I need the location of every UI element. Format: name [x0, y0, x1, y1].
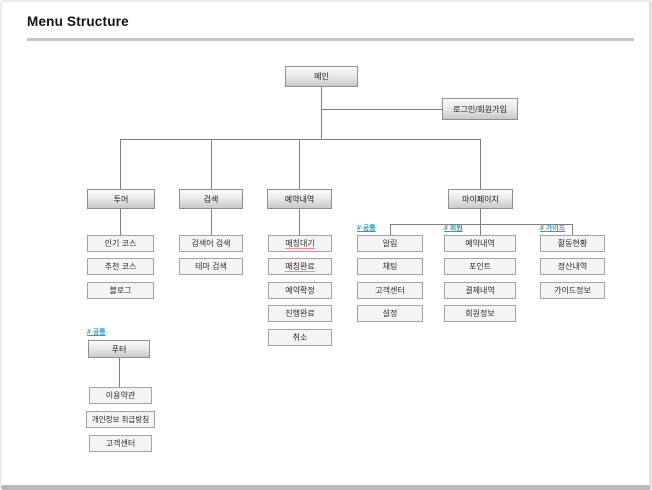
- node-theme-search: 테마 검색: [179, 258, 243, 275]
- node-popular-course: 인기 코스: [87, 235, 154, 252]
- node-privacy-policy: 개인정보 취급방침: [86, 411, 155, 428]
- node-cancel-label: 취소: [292, 333, 308, 342]
- node-blog: 블로그: [87, 282, 154, 299]
- node-chat-label: 채팅: [382, 262, 398, 271]
- node-customer-center-footer-label: 고객센터: [105, 439, 136, 448]
- node-search-label: 검색: [203, 194, 219, 204]
- node-main-label: 메인: [314, 72, 329, 81]
- node-reservation-confirmed: 예약확정: [268, 282, 332, 299]
- node-popular-course-label: 인기 코스: [104, 239, 137, 248]
- node-member-info: 회원정보: [444, 305, 516, 322]
- node-login-signup-label: 로그인/회원가입: [453, 104, 507, 114]
- connector-main-down: [321, 87, 322, 139]
- node-recommended-course: 추천 코스: [87, 258, 154, 275]
- node-member-info-label: 회원정보: [465, 309, 495, 318]
- node-guide-info-label: 가이드정보: [554, 286, 591, 295]
- connector-drop-guide: [572, 224, 573, 235]
- connector-mypage-down: [480, 209, 481, 224]
- node-reservations: 예약내역: [267, 189, 332, 209]
- group-label-mypage-member: # 회원: [444, 225, 463, 232]
- node-login-signup: 로그인/회원가입: [442, 98, 518, 120]
- node-privacy-policy-label: 개인정보 취급방침: [91, 415, 150, 424]
- node-progress-done: 진행완료: [268, 305, 332, 322]
- node-progress-done-label: 진행완료: [285, 309, 315, 318]
- node-mypage: 마이페이지: [448, 189, 513, 209]
- node-reservation-history-label: 예약내역: [465, 239, 495, 248]
- node-search: 검색: [179, 189, 243, 209]
- node-settings-label: 설정: [382, 309, 398, 318]
- node-keyword-search: 검색어 검색: [179, 235, 243, 252]
- node-customer-center-label: 고객센터: [375, 286, 405, 295]
- connector-login-branch: [321, 109, 442, 110]
- node-notification-label: 알림: [382, 239, 398, 248]
- node-notification: 알림: [357, 235, 423, 252]
- node-matching-wait: 매칭대기: [268, 235, 332, 252]
- connector-drop-member: [480, 224, 481, 235]
- node-settlement-history: 정산내역: [540, 258, 605, 275]
- node-customer-center-footer: 고객센터: [89, 435, 152, 452]
- connector-drop-search: [211, 139, 212, 189]
- node-reservations-label: 예약내역: [284, 194, 315, 204]
- node-keyword-search-label: 검색어 검색: [191, 239, 231, 248]
- node-theme-search-label: 테마 검색: [195, 262, 227, 271]
- node-matching-done-label: 매칭완료: [285, 261, 315, 272]
- node-points-label: 포인트: [468, 262, 492, 271]
- node-payment-history-label: 결제내역: [465, 286, 495, 295]
- node-settings: 설정: [357, 305, 423, 322]
- group-label-mypage-guide: # 가이드: [540, 225, 566, 232]
- group-label-mypage-common: # 공통: [357, 225, 376, 232]
- node-payment-history: 결제내역: [444, 282, 516, 299]
- node-terms: 이용약관: [89, 387, 152, 404]
- node-terms-label: 이용약관: [105, 391, 136, 400]
- node-activity-status: 활동현황: [540, 235, 605, 252]
- node-footer-label: 푸터: [111, 344, 127, 354]
- connector-reservation-children: [299, 209, 300, 235]
- connector-drop-mypage: [480, 139, 481, 189]
- node-settlement-history-label: 정산내역: [557, 262, 588, 271]
- node-matching-done: 매칭완료: [268, 258, 332, 275]
- node-blog-label: 블로그: [109, 286, 132, 295]
- connector-drop-tour: [120, 139, 121, 189]
- node-tour-label: 투어: [113, 194, 129, 204]
- node-main: 메인: [285, 66, 358, 87]
- connector-level2-splitter: [120, 139, 481, 140]
- node-guide-info: 가이드정보: [540, 282, 605, 299]
- connector-tour-children: [120, 209, 121, 235]
- node-customer-center: 고객센터: [357, 282, 423, 299]
- connector-footer-children: [119, 358, 120, 387]
- node-recommended-course-label: 추천 코스: [104, 262, 137, 271]
- connector-drop-common: [390, 224, 391, 235]
- connector-drop-reservation: [299, 139, 300, 189]
- connector-search-children: [211, 209, 212, 235]
- node-footer: 푸터: [88, 340, 150, 358]
- title-underline: [27, 38, 634, 41]
- node-activity-status-label: 활동현황: [557, 239, 588, 248]
- node-tour: 투어: [87, 189, 155, 209]
- node-points: 포인트: [444, 258, 516, 275]
- page-title: Menu Structure: [27, 14, 129, 29]
- node-chat: 채팅: [357, 258, 423, 275]
- node-cancel: 취소: [268, 329, 332, 346]
- node-matching-wait-label: 매칭대기: [285, 238, 315, 249]
- node-reservation-history: 예약내역: [444, 235, 516, 252]
- connector-mypage-splitter: [390, 224, 573, 225]
- node-reservation-confirmed-label: 예약확정: [285, 286, 315, 295]
- group-label-footer-common: # 공통: [87, 329, 106, 336]
- node-mypage-label: 마이페이지: [462, 194, 499, 204]
